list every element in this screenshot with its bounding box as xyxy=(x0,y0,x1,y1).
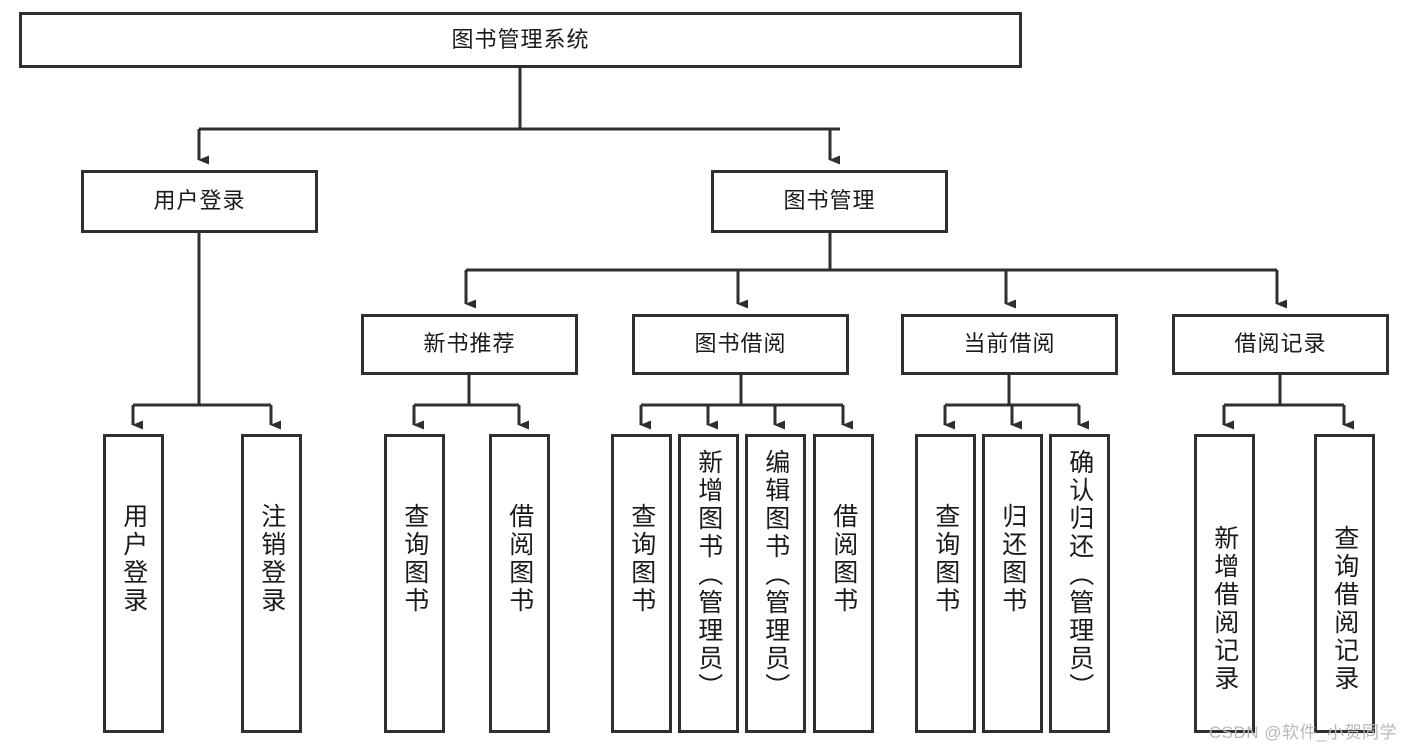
node-label: 查询图书 xyxy=(627,503,656,615)
node-label: 编辑图书（管理员） xyxy=(761,449,790,701)
watermark-text: CSDN @软件_小贺同学 xyxy=(1208,723,1397,742)
node-new-book-recommend[interactable]: 新书推荐 xyxy=(361,314,578,375)
leaf-borrow-record-add-record[interactable]: 新增借阅记录 xyxy=(1194,434,1255,733)
node-borrow-record[interactable]: 借阅记录 xyxy=(1172,314,1389,375)
node-label: 用户登录 xyxy=(153,188,246,214)
leaf-book-borrow-edit-book-admin[interactable]: 编辑图书（管理员） xyxy=(745,434,806,733)
node-label: 新增图书（管理员） xyxy=(694,449,723,701)
node-label: 用户登录 xyxy=(119,503,148,615)
node-label: 新书推荐 xyxy=(423,331,516,357)
node-label: 查询图书 xyxy=(931,503,960,615)
leaf-user-login-logout[interactable]: 注销登录 xyxy=(241,434,302,733)
leaf-borrow-record-query-record[interactable]: 查询借阅记录 xyxy=(1314,434,1375,733)
leaf-book-borrow-borrow-book[interactable]: 借阅图书 xyxy=(813,434,874,733)
leaf-current-borrow-query-book[interactable]: 查询图书 xyxy=(915,434,976,733)
node-label: 借阅图书 xyxy=(505,503,534,615)
node-label: 当前借阅 xyxy=(963,331,1056,357)
node-label: 新增借阅记录 xyxy=(1210,525,1239,693)
node-book-management[interactable]: 图书管理 xyxy=(711,170,948,233)
node-label: 图书管理 xyxy=(783,188,876,214)
node-current-borrow[interactable]: 当前借阅 xyxy=(901,314,1118,375)
node-label: 借阅记录 xyxy=(1234,331,1327,357)
node-label: 图书借阅 xyxy=(694,331,787,357)
leaf-new-book-borrow-book[interactable]: 借阅图书 xyxy=(489,434,550,733)
leaf-current-borrow-return-book[interactable]: 归还图书 xyxy=(982,434,1043,733)
node-label: 图书管理系统 xyxy=(451,26,590,52)
node-book-borrow[interactable]: 图书借阅 xyxy=(632,314,849,375)
node-label: 归还图书 xyxy=(998,503,1027,615)
node-label: 确认归还（管理员） xyxy=(1065,449,1094,701)
leaf-current-borrow-confirm-return-admin[interactable]: 确认归还（管理员） xyxy=(1049,434,1110,733)
node-label: 查询图书 xyxy=(400,503,429,615)
node-label: 注销登录 xyxy=(257,503,286,615)
node-label: 借阅图书 xyxy=(829,503,858,615)
node-user-login[interactable]: 用户登录 xyxy=(81,170,318,233)
leaf-book-borrow-add-book-admin[interactable]: 新增图书（管理员） xyxy=(678,434,739,733)
leaf-user-login-login[interactable]: 用户登录 xyxy=(103,434,164,733)
node-root-system[interactable]: 图书管理系统 xyxy=(19,12,1022,68)
leaf-book-borrow-query-book[interactable]: 查询图书 xyxy=(611,434,672,733)
node-label: 查询借阅记录 xyxy=(1330,525,1359,693)
leaf-new-book-query-book[interactable]: 查询图书 xyxy=(384,434,445,733)
